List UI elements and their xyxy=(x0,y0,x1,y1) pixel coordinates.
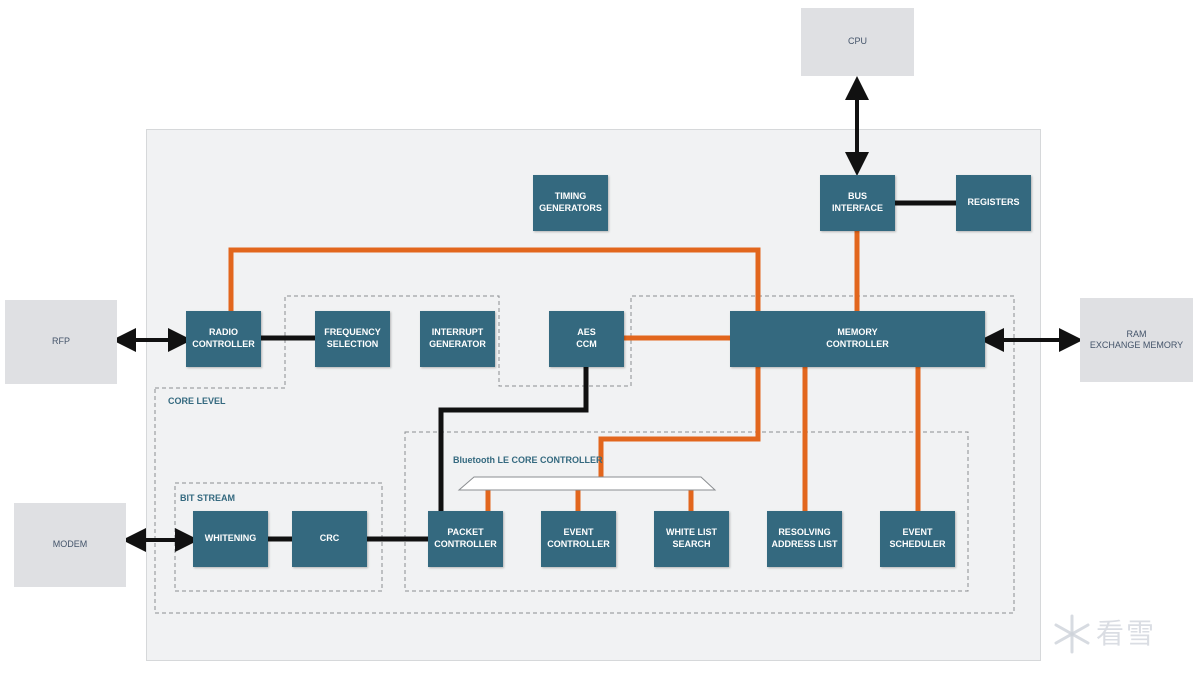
ble-core-controller-label: Bluetooth LE CORE CONTROLLER xyxy=(453,455,603,465)
memory-controller-block: MEMORY CONTROLLER xyxy=(730,311,985,367)
registers-label: REGISTERS xyxy=(967,197,1020,208)
packet-controller-block: PACKET CONTROLLER xyxy=(428,511,503,567)
bus-interface-block: BUS INTERFACE xyxy=(820,175,895,231)
modem-box: MODEM xyxy=(14,503,126,587)
aes-to-packet-link xyxy=(438,367,589,511)
radio-controller-block: RADIO CONTROLLER xyxy=(186,311,261,367)
ram-label: RAM EXCHANGE MEMORY xyxy=(1089,328,1184,350)
radio-to-memory-link xyxy=(228,247,761,311)
registers-block: REGISTERS xyxy=(956,175,1031,231)
bit-stream-label: BIT STREAM xyxy=(180,493,235,503)
event-controller-block: EVENT CONTROLLER xyxy=(541,511,616,567)
memory-controller-label: MEMORY CONTROLLER xyxy=(826,327,889,349)
event-scheduler-block: EVENT SCHEDULER xyxy=(880,511,955,567)
memory-to-bus-bar-link xyxy=(598,367,761,477)
event-controller-label: EVENT CONTROLLER xyxy=(547,527,610,549)
resolving-address-list-label: RESOLVING ADDRESS LIST xyxy=(771,527,838,549)
core-level-label: CORE LEVEL xyxy=(168,396,226,406)
packet-controller-label: PACKET CONTROLLER xyxy=(434,527,497,549)
cpu-box: CPU xyxy=(801,8,914,76)
timing-generators-block: TIMING GENERATORS xyxy=(533,175,608,231)
crc-block: CRC xyxy=(292,511,367,567)
ble-core-controller-zone xyxy=(404,431,969,592)
crc-label: CRC xyxy=(319,533,340,544)
radio-controller-label: RADIO CONTROLLER xyxy=(192,327,255,349)
bus-interface-label: BUS INTERFACE xyxy=(831,191,883,213)
resolving-address-list-block: RESOLVING ADDRESS LIST xyxy=(767,511,842,567)
white-list-search-block: WHITE LIST SEARCH xyxy=(654,511,729,567)
white-list-search-label: WHITE LIST SEARCH xyxy=(666,527,717,549)
whitening-block: WHITENING xyxy=(193,511,268,567)
aes-ccm-label: AES CCM xyxy=(576,327,597,349)
interrupt-generator-block: INTERRUPT GENERATOR xyxy=(420,311,495,367)
cpu-label: CPU xyxy=(847,36,867,47)
whitening-label: WHITENING xyxy=(204,533,257,544)
aes-ccm-block: AES CCM xyxy=(549,311,624,367)
interrupt-generator-label: INTERRUPT GENERATOR xyxy=(429,327,486,349)
snowflake-watermark-icon xyxy=(1054,614,1090,654)
rfp-box: RFP xyxy=(5,300,117,384)
internal-bus-bar xyxy=(457,476,717,491)
modem-label: MODEM xyxy=(52,539,88,550)
core-level-zone xyxy=(154,295,1015,614)
frequency-selection-block: FREQUENCY SELECTION xyxy=(315,311,390,367)
frequency-selection-label: FREQUENCY SELECTION xyxy=(324,327,381,349)
watermark-text: 看雪 xyxy=(1096,617,1157,650)
rfp-label: RFP xyxy=(52,336,70,347)
ram-exchange-memory-box: RAM EXCHANGE MEMORY xyxy=(1080,298,1193,382)
timing-generators-label: TIMING GENERATORS xyxy=(539,191,602,213)
event-scheduler-label: EVENT SCHEDULER xyxy=(889,527,946,549)
